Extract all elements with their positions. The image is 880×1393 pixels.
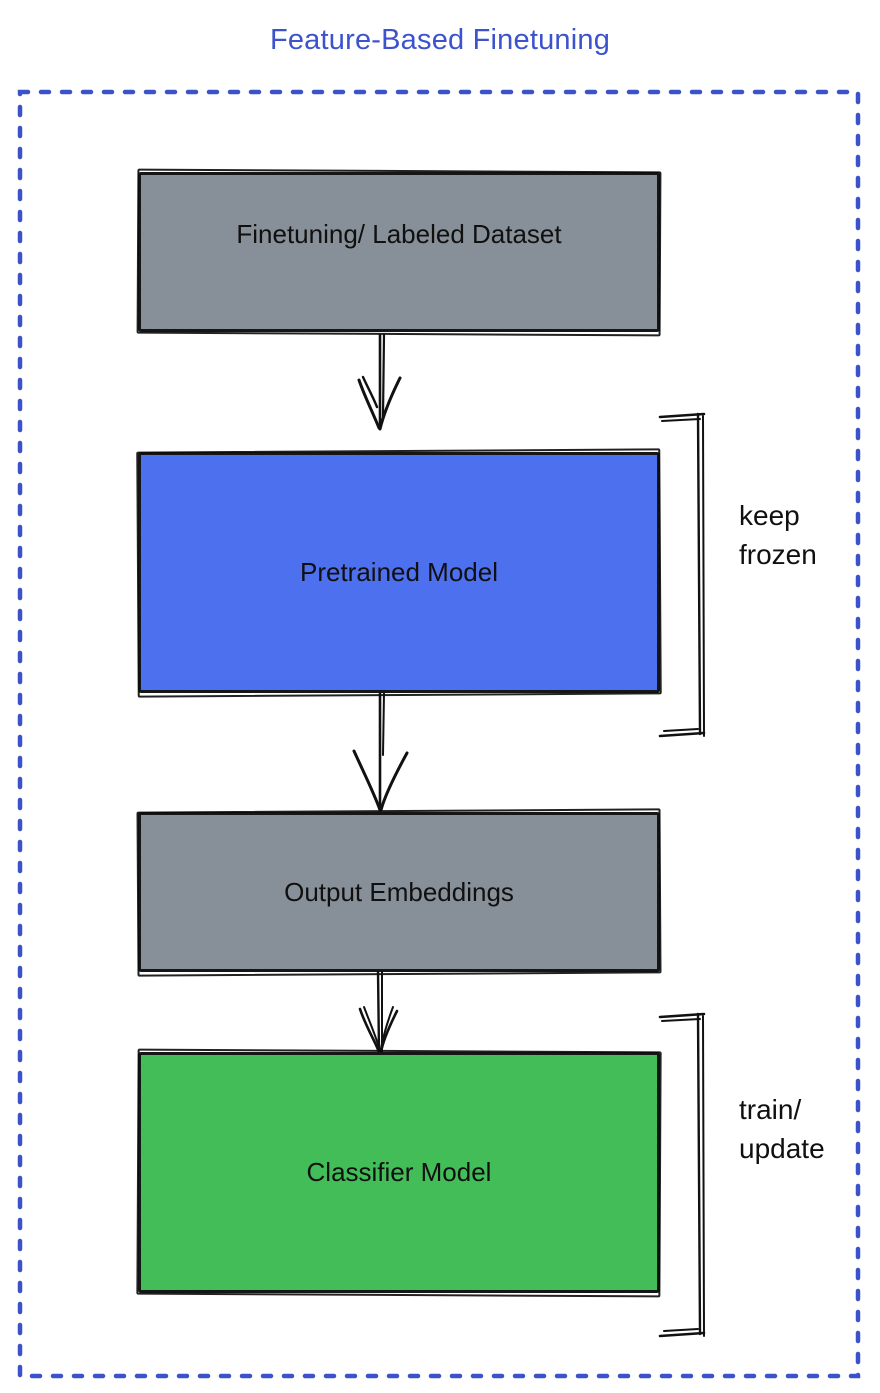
annotation-train-update: train/update — [739, 1090, 825, 1168]
annotation-line: keep — [739, 500, 800, 531]
bracket-train-update — [658, 1012, 706, 1338]
annotation-line: train/ — [739, 1094, 802, 1125]
arrow-down-icon — [358, 971, 399, 1054]
node-classifier-model: Classifier Model — [138, 1052, 660, 1293]
diagram-title: Feature-Based Finetuning — [269, 24, 611, 56]
node-label: Pretrained Model — [300, 557, 498, 587]
arrow-down-icon — [352, 693, 409, 812]
node-label: Classifier Model — [306, 1157, 492, 1187]
node-label: Output Embeddings — [284, 876, 514, 907]
annotation-line: update — [739, 1133, 825, 1164]
bracket-keep-frozen — [658, 412, 706, 738]
node-pretrained-model: Pretrained Model — [138, 452, 660, 693]
node-finetuning-labeled-dataset: Finetuning/ Labeled Dataset — [138, 172, 660, 332]
annotation-line: frozen — [739, 539, 817, 570]
arrow-down-icon — [357, 333, 402, 431]
node-label: Finetuning/ Labeled Dataset — [236, 219, 562, 249]
annotation-keep-frozen: keep frozen — [739, 496, 817, 574]
node-output-embeddings: Output Embeddings — [138, 812, 660, 972]
